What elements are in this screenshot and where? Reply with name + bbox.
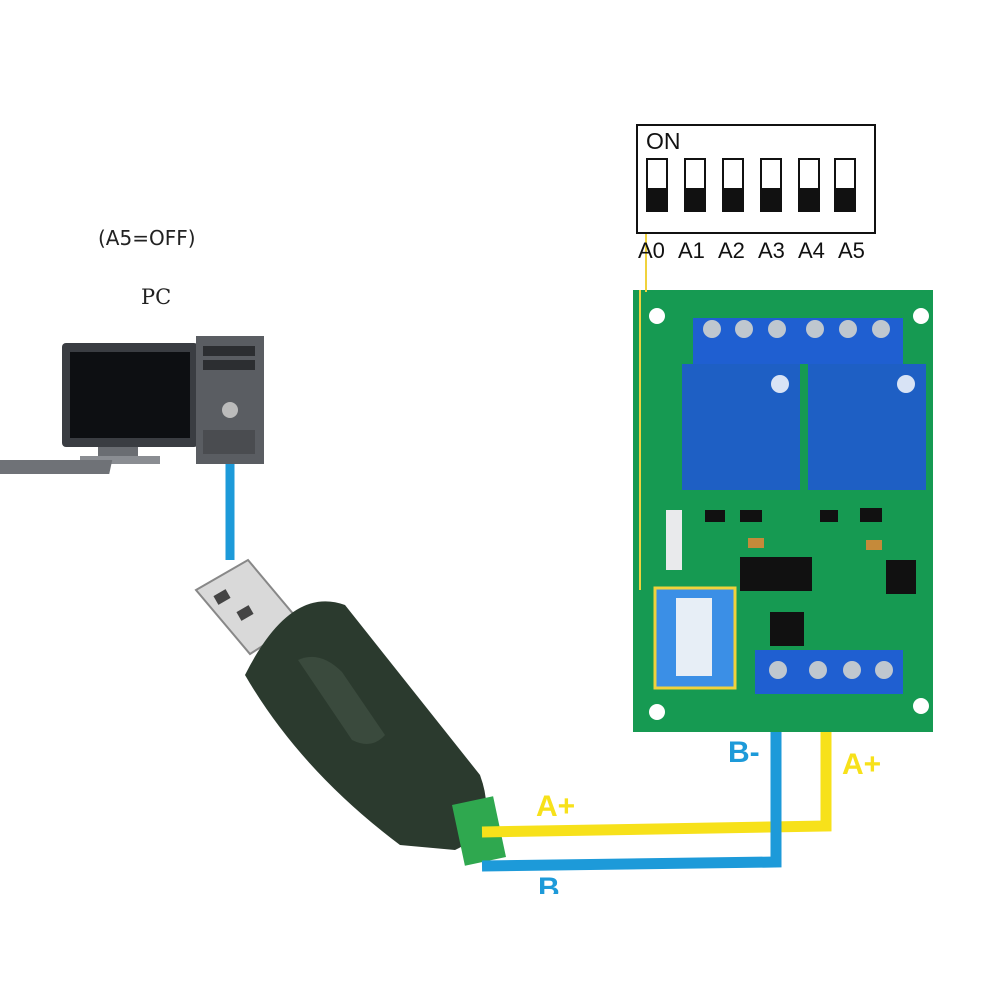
dip-switch-a5	[834, 158, 856, 212]
wire-b-minus	[481, 688, 782, 872]
dip-switch-legend: ON	[636, 124, 876, 234]
a-plus-label-left: A+	[536, 790, 576, 823]
a-plus-label-right: A+	[842, 748, 882, 781]
b-minus-label: B-	[728, 736, 760, 769]
usb-rs485-adapter	[194, 558, 506, 866]
pc-label: PC	[141, 285, 172, 309]
dip-label-a2: A2	[718, 238, 745, 263]
dip-label-a3: A3	[758, 238, 785, 263]
dip-label-a5: A5	[838, 238, 865, 263]
b-label-bottom: B	[538, 872, 560, 894]
dip-on-label: ON	[646, 128, 681, 154]
dip-label-a1: A1	[678, 238, 705, 263]
pc-icon	[0, 336, 264, 474]
dip-switch-a4	[798, 158, 820, 212]
relay-board	[633, 232, 933, 732]
address-note: (A5=OFF)	[98, 226, 196, 250]
dip-label-a4: A4	[798, 238, 825, 263]
dip-label-a0: A0	[638, 238, 665, 263]
dip-switch-a1	[684, 158, 706, 212]
dip-switch-a3	[760, 158, 782, 212]
dip-switch-a0	[646, 158, 668, 212]
dip-switch-a2	[722, 158, 744, 212]
